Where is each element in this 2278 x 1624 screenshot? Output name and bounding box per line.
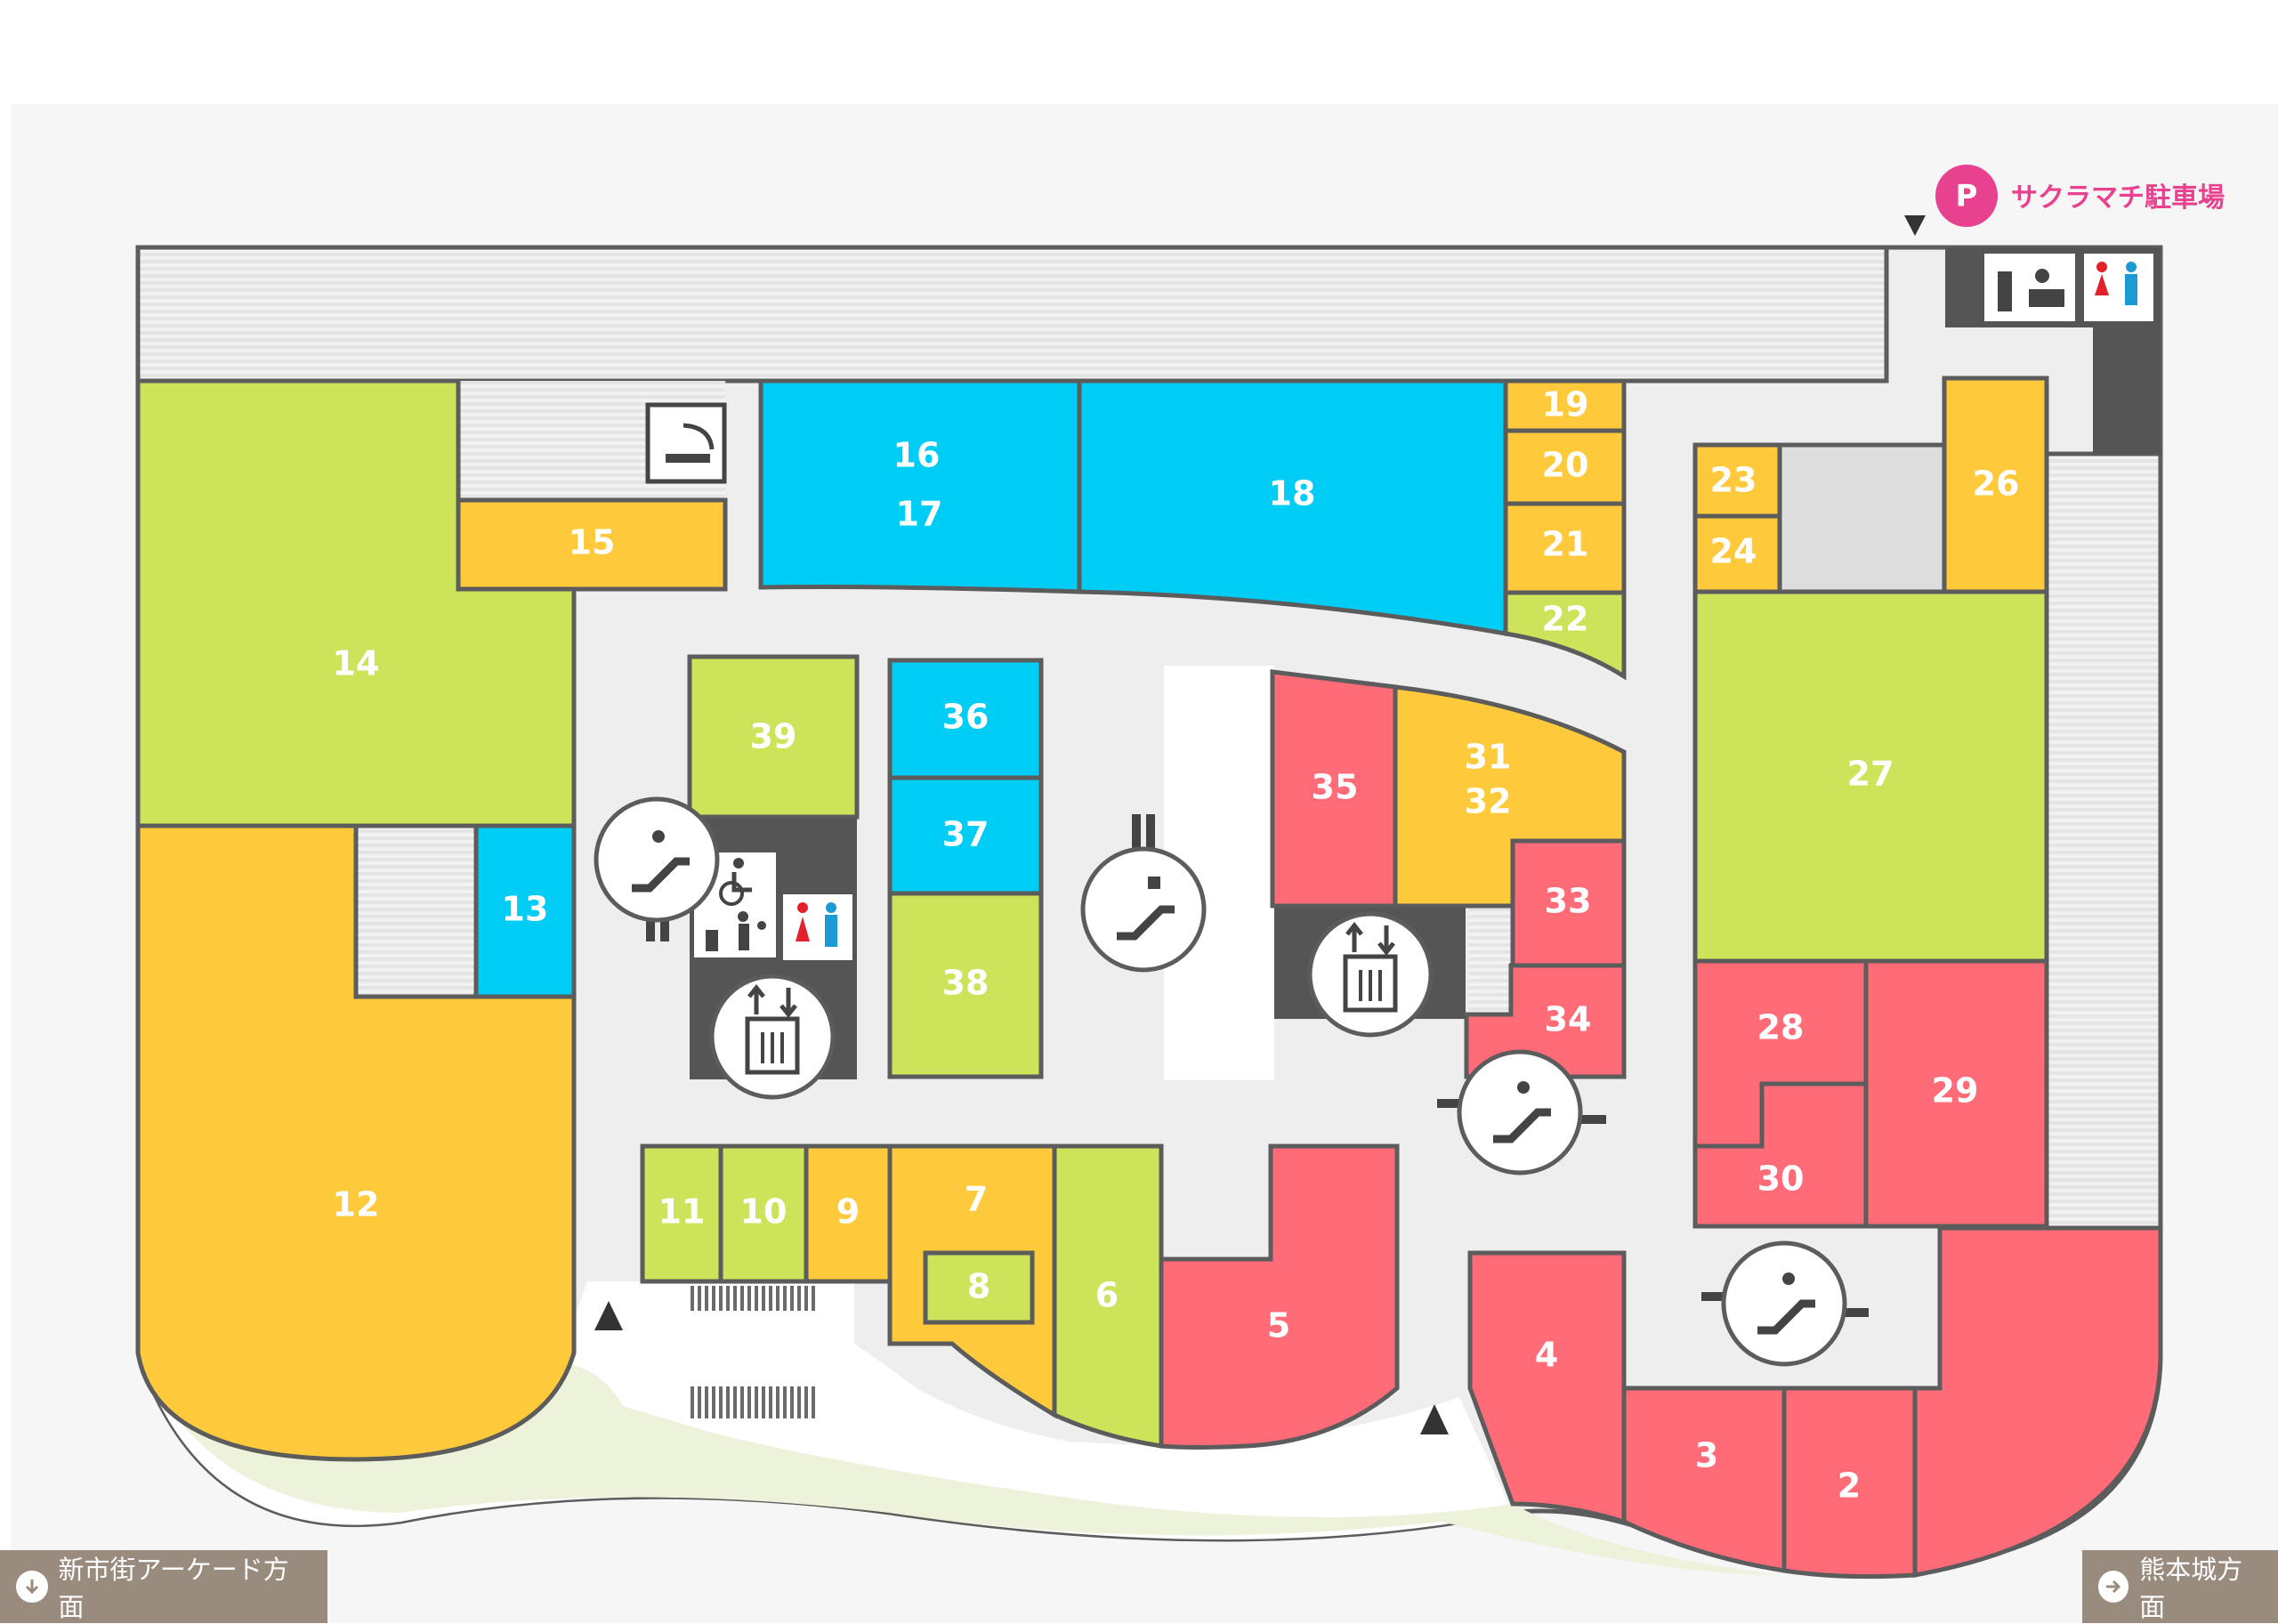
unit-label-13: 13 <box>502 890 549 929</box>
unit-27[interactable] <box>1692 589 2049 964</box>
unit-37[interactable] <box>887 775 1044 896</box>
service-stairs-east <box>1468 908 1511 1014</box>
arrow-down-circle-icon <box>16 1571 48 1603</box>
unit-label-34: 34 <box>1545 1000 1592 1039</box>
unit-label-8: 8 <box>967 1267 990 1306</box>
plaza-green <box>156 1361 1780 1575</box>
unit-label-38: 38 <box>942 964 990 1003</box>
unit-label-35: 35 <box>1312 768 1359 807</box>
unit-11[interactable] <box>640 1143 723 1284</box>
unit-label-20: 20 <box>1542 446 1589 485</box>
unit-label-26: 26 <box>1973 465 2020 504</box>
service-core-shaft <box>2093 327 2161 454</box>
unit-5[interactable] <box>1159 1143 1400 1450</box>
unit-label-37: 37 <box>942 815 990 854</box>
unit-label-2: 2 <box>1838 1466 1861 1506</box>
unit-22[interactable] <box>1503 590 1627 681</box>
unit-label-33: 33 <box>1545 882 1592 921</box>
unit-label-22: 22 <box>1542 600 1589 639</box>
restroom-icon[interactable] <box>2084 254 2153 321</box>
unit-18[interactable] <box>1077 378 1508 636</box>
parking-icon[interactable]: P <box>1935 165 1998 227</box>
unit-34[interactable] <box>1464 963 1627 1079</box>
unit-label-16: 16 <box>893 436 941 475</box>
escalator-icon[interactable] <box>1080 814 1207 973</box>
unit-label-11: 11 <box>658 1192 706 1232</box>
unit-12[interactable] <box>135 823 577 1462</box>
unit-corner-east[interactable] <box>1912 1225 2163 1578</box>
parking-label[interactable]: サクラマチ駐車場 <box>2011 182 2225 214</box>
unit-29[interactable] <box>1863 958 2049 1229</box>
west-stairs <box>353 823 479 999</box>
arrow-right-circle-icon <box>2098 1571 2129 1603</box>
plaza-stairs-upper <box>690 1286 819 1311</box>
unit-label-23: 23 <box>1710 461 1757 500</box>
unit-label-27: 27 <box>1847 755 1894 794</box>
unit-13[interactable] <box>473 823 577 999</box>
entrance-arrow-icon <box>1420 1404 1449 1434</box>
unit-8[interactable] <box>923 1250 1035 1325</box>
unit-label-21: 21 <box>1542 525 1589 564</box>
unit-label-3: 3 <box>1695 1436 1718 1475</box>
escalator-icon[interactable] <box>1437 1049 1606 1176</box>
unit-label-18: 18 <box>1269 474 1316 513</box>
unit-label-4: 4 <box>1535 1336 1558 1375</box>
unit-label-6: 6 <box>1095 1276 1119 1315</box>
unit-label-36: 36 <box>942 698 990 737</box>
unit-label-10: 10 <box>740 1192 788 1232</box>
north-passage <box>135 245 1889 384</box>
store-units <box>135 376 2163 1580</box>
storage-room <box>1777 442 1947 594</box>
unit-label-5: 5 <box>1267 1306 1290 1345</box>
unit-15[interactable] <box>456 497 728 592</box>
direction-label-left: 新市街アーケード方面 <box>58 1555 289 1622</box>
direction-button-right[interactable]: 熊本城方面 <box>2082 1550 2278 1623</box>
unit-label-29: 29 <box>1932 1071 1979 1111</box>
unit-label-12: 12 <box>333 1185 380 1224</box>
unit-label-15: 15 <box>569 523 616 562</box>
unit-label-17: 17 <box>896 495 943 534</box>
east-passage <box>2044 451 2163 1231</box>
unit-label-39: 39 <box>750 717 797 756</box>
unit-26[interactable] <box>1942 376 2049 594</box>
entrance-arrow-icon <box>594 1301 623 1330</box>
direction-button-left[interactable]: 新市街アーケード方面 <box>0 1550 327 1623</box>
unit-9[interactable] <box>804 1143 893 1284</box>
entrance-arrow-icon <box>1904 215 1926 236</box>
plaza-stairs-lower <box>690 1386 819 1418</box>
unit-label-32: 32 <box>1465 782 1512 821</box>
nursing-room-icon[interactable] <box>1984 254 2075 321</box>
unit-39[interactable] <box>687 654 860 820</box>
unit-label-24: 24 <box>1710 532 1757 571</box>
unit-label-7: 7 <box>965 1180 988 1219</box>
unit-label-31: 31 <box>1465 738 1512 777</box>
elevator-icon[interactable] <box>1307 911 1434 1038</box>
restroom-icon[interactable] <box>783 894 852 960</box>
unit-label-9: 9 <box>836 1192 860 1232</box>
smoking-area-icon[interactable] <box>645 402 727 484</box>
unit-16-17[interactable] <box>758 378 1082 594</box>
unit-label-14: 14 <box>333 644 380 683</box>
unit-38[interactable] <box>887 891 1044 1079</box>
unit-labels: 2345678910111213141516171819202122232426… <box>333 385 2020 1506</box>
escalator-icon[interactable] <box>594 796 720 941</box>
direction-label-right: 熊本城方面 <box>2139 1555 2243 1622</box>
unit-label-28: 28 <box>1757 1008 1805 1047</box>
unit-label-19: 19 <box>1542 385 1589 424</box>
elevator-icon[interactable] <box>709 974 836 1100</box>
unit-label-30: 30 <box>1757 1159 1805 1199</box>
parking-symbol: P <box>1956 179 1978 214</box>
escalator-icon[interactable] <box>1701 1240 1869 1367</box>
